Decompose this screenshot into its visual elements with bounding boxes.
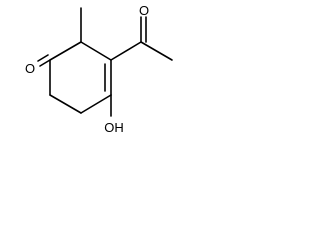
ring-bond-c2-c3 [80, 41, 112, 61]
acetyl-methyl-bond [140, 41, 173, 61]
acetyl-oxygen-label: O [139, 3, 149, 18]
ketone-double-bond-a [39, 59, 51, 67]
acetyl-bond [110, 41, 142, 61]
ketone-oxygen-label: O [25, 61, 35, 76]
hydroxyl-label: OH [104, 120, 124, 135]
molecule-structure-diagram: O O OH [25, 3, 173, 135]
ketone-double-bond-b [37, 54, 49, 62]
ring-bond-c1-c2 [49, 41, 82, 61]
ring-bond-c4-c5 [80, 94, 112, 114]
ring-bond-c5-c6 [49, 94, 82, 114]
